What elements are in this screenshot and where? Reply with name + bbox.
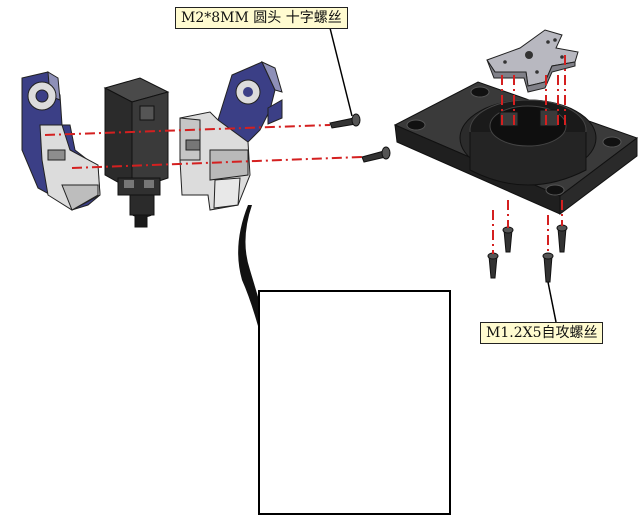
leader-lines	[329, 27, 557, 323]
self-tapping-screws	[487, 224, 568, 283]
m2-screw-lower	[361, 146, 391, 163]
assembly-lines	[44, 55, 566, 254]
m2-screw-upper	[329, 113, 361, 129]
servo-motor	[103, 77, 170, 228]
section-detail-inset	[258, 290, 451, 515]
self-tapping-screw-callout: M1.2X5自攻螺丝	[480, 322, 604, 344]
m2-screw-callout: M2*8MM 圆头 十字螺丝	[175, 7, 348, 29]
servo-mount-base	[393, 81, 639, 216]
inset-connector	[238, 205, 268, 330]
servo-horn	[486, 29, 579, 93]
right-bracket	[179, 60, 283, 211]
left-bracket	[21, 71, 101, 211]
